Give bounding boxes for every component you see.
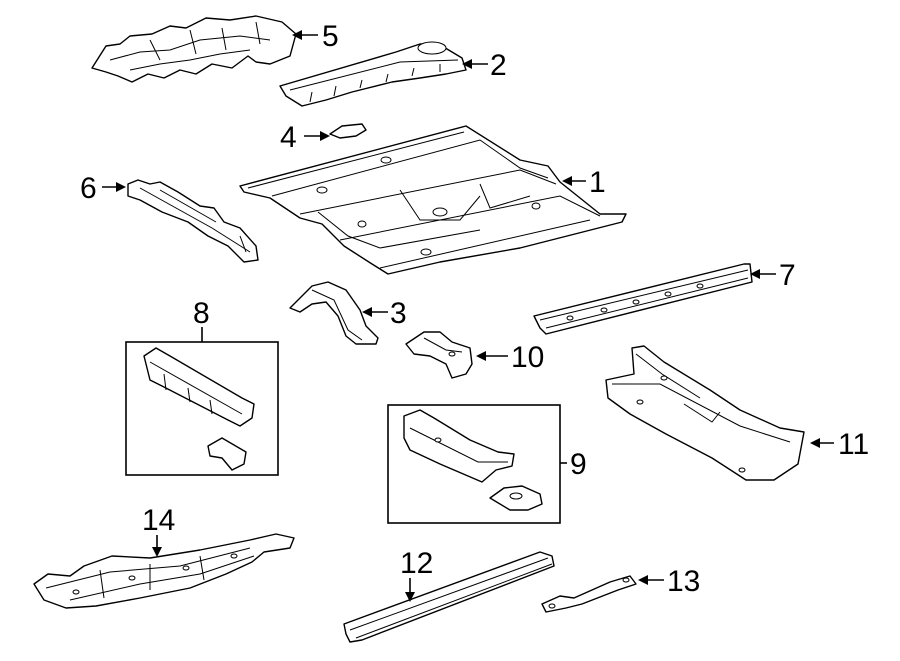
callout-13: 13 — [638, 565, 700, 598]
callout-3-label: 3 — [390, 297, 407, 330]
callout-6-label: 6 — [80, 172, 97, 205]
callout-6: 6 — [80, 172, 126, 205]
callout-14: 14 — [142, 504, 175, 557]
callout-12-label: 12 — [400, 547, 433, 580]
part-3-bracket[interactable] — [289, 281, 379, 345]
part-4-bracket[interactable] — [329, 123, 367, 139]
callout-1-label: 1 — [589, 166, 606, 199]
part-8-member[interactable] — [143, 347, 255, 427]
callout-2: 2 — [462, 49, 507, 82]
part-6-rail[interactable] — [127, 179, 259, 263]
part-11-rear-floor[interactable] — [605, 345, 805, 481]
callout-12: 12 — [400, 547, 433, 602]
part-2-tunnel-reinforcement[interactable] — [279, 41, 467, 107]
callout-10-label: 10 — [511, 341, 544, 374]
part-12-rocker[interactable] — [343, 551, 555, 643]
part-10-bracket[interactable] — [405, 331, 473, 379]
part-9-detail-box — [387, 404, 561, 524]
callout-13-label: 13 — [667, 565, 700, 598]
part-5-heat-insulator[interactable] — [91, 15, 297, 83]
callout-5-label: 5 — [322, 20, 339, 53]
callout-4: 4 — [280, 121, 330, 154]
callout-11-label: 11 — [838, 428, 869, 461]
callout-7-label: 7 — [779, 259, 796, 292]
callout-10: 10 — [476, 341, 544, 374]
part-14-under-cover[interactable] — [33, 533, 295, 609]
callout-11: 11 — [810, 428, 869, 461]
part-13-brace[interactable] — [541, 575, 637, 613]
part-9-mount[interactable] — [489, 485, 543, 511]
callout-9: 9 — [560, 448, 587, 481]
part-8-small-bracket[interactable] — [207, 437, 247, 471]
part-7-rail[interactable] — [533, 263, 753, 335]
callout-2-label: 2 — [490, 49, 507, 82]
callout-8-label: 8 — [193, 297, 210, 330]
callout-1: 1 — [562, 166, 606, 199]
callout-3: 3 — [362, 297, 407, 330]
part-1-floor-pan[interactable] — [239, 125, 627, 275]
part-9-member[interactable] — [403, 409, 515, 483]
callout-8: 8 — [193, 297, 210, 342]
callout-9-label: 9 — [570, 448, 587, 481]
callout-14-label: 14 — [142, 504, 175, 537]
callout-5: 5 — [292, 20, 339, 53]
callout-4-label: 4 — [280, 121, 297, 154]
callout-7: 7 — [750, 259, 796, 292]
